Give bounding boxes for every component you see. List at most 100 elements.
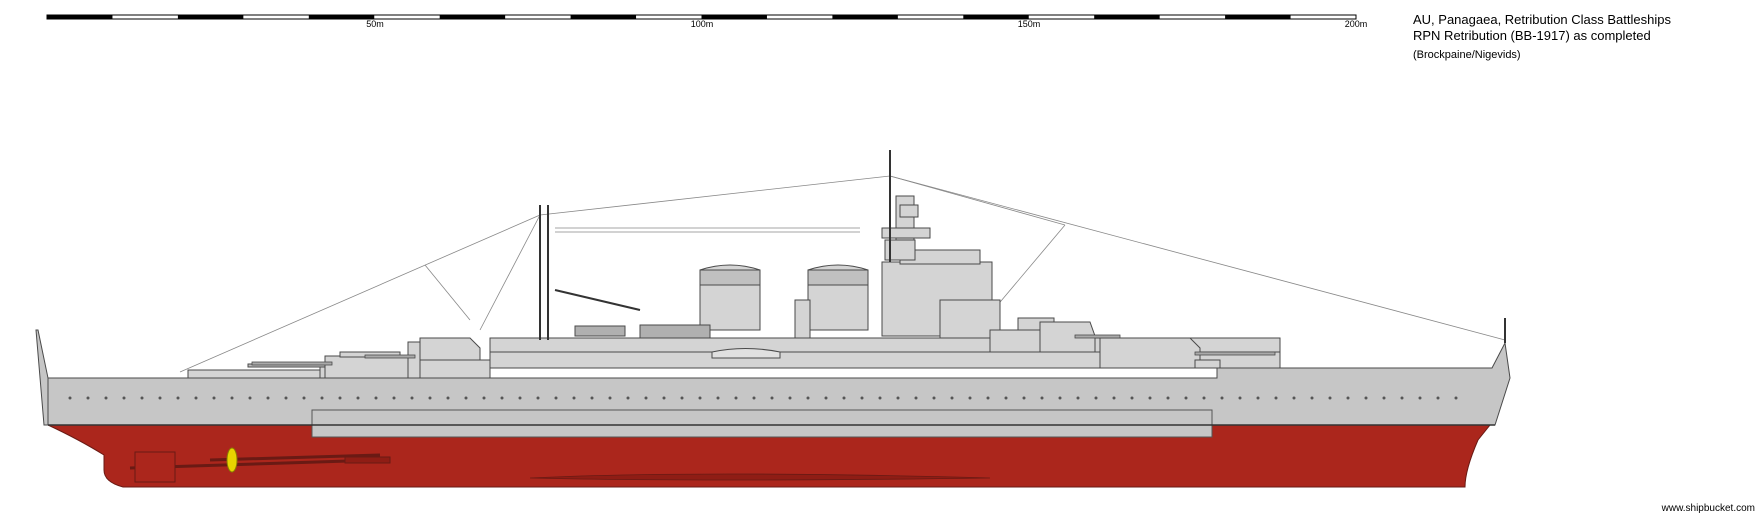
scale-segment <box>47 15 113 19</box>
porthole <box>968 396 972 400</box>
porthole <box>1328 396 1332 400</box>
porthole <box>194 396 198 400</box>
porthole <box>572 396 576 400</box>
armor-belt <box>311 409 1213 438</box>
lower-hull <box>47 424 1492 488</box>
scale-segment <box>701 15 767 19</box>
porthole <box>320 396 324 400</box>
porthole <box>752 396 756 400</box>
porthole <box>1130 396 1134 400</box>
porthole <box>284 396 288 400</box>
scale-segment <box>1225 15 1291 19</box>
porthole <box>86 396 90 400</box>
scale-segment <box>1094 15 1160 19</box>
porthole <box>1292 396 1296 400</box>
porthole <box>1454 396 1458 400</box>
porthole <box>230 396 234 400</box>
scale-segment <box>570 15 637 19</box>
porthole <box>1022 396 1026 400</box>
porthole <box>644 396 648 400</box>
porthole <box>536 396 540 400</box>
porthole <box>554 396 558 400</box>
porthole <box>122 396 126 400</box>
title-line-1: AU, Panagaea, Retribution Class Battlesh… <box>1413 12 1671 27</box>
porthole <box>176 396 180 400</box>
scale-label-100m: 100m <box>690 19 714 29</box>
porthole <box>1058 396 1062 400</box>
scale-label-150m: 150m <box>1017 19 1041 29</box>
porthole <box>1238 396 1242 400</box>
porthole <box>878 396 882 400</box>
porthole <box>662 396 666 400</box>
porthole <box>212 396 216 400</box>
porthole <box>518 396 522 400</box>
title-block: AU, Panagaea, Retribution Class Battlesh… <box>1413 12 1671 62</box>
porthole <box>788 396 792 400</box>
porthole <box>356 396 360 400</box>
porthole <box>1004 396 1008 400</box>
porthole <box>1220 396 1224 400</box>
porthole <box>1148 396 1152 400</box>
porthole <box>1184 396 1188 400</box>
credit-line: (Brockpaine/Nigevids) <box>1413 49 1521 61</box>
porthole <box>824 396 828 400</box>
porthole <box>734 396 738 400</box>
stern-post <box>35 329 49 426</box>
porthole <box>410 396 414 400</box>
porthole <box>860 396 864 400</box>
porthole <box>1076 396 1080 400</box>
porthole <box>1382 396 1386 400</box>
porthole <box>1418 396 1422 400</box>
porthole <box>1040 396 1044 400</box>
scale-segment <box>439 15 506 19</box>
porthole <box>1364 396 1368 400</box>
scale-bar <box>46 14 1357 20</box>
scale-label-200m: 200m <box>1344 19 1368 29</box>
porthole <box>374 396 378 400</box>
porthole <box>68 396 72 400</box>
porthole <box>1310 396 1314 400</box>
porthole <box>1112 396 1116 400</box>
porthole <box>698 396 702 400</box>
rigging <box>179 175 1506 373</box>
scale-segment <box>177 15 244 19</box>
scale-segment <box>963 15 1029 19</box>
porthole <box>248 396 252 400</box>
porthole <box>932 396 936 400</box>
scale-segment <box>832 15 898 19</box>
scale-label-50m: 50m <box>366 19 384 29</box>
porthole <box>680 396 684 400</box>
masts <box>539 150 1506 343</box>
porthole <box>716 396 720 400</box>
porthole <box>770 396 774 400</box>
porthole <box>338 396 342 400</box>
porthole <box>500 396 504 400</box>
porthole <box>1436 396 1440 400</box>
porthole <box>1256 396 1260 400</box>
porthole <box>986 396 990 400</box>
porthole <box>266 396 270 400</box>
porthole <box>1166 396 1170 400</box>
porthole <box>446 396 450 400</box>
porthole <box>428 396 432 400</box>
superstructure <box>187 195 1281 379</box>
porthole <box>158 396 162 400</box>
porthole <box>842 396 846 400</box>
porthole <box>806 396 810 400</box>
gun-barrels <box>251 334 1276 366</box>
porthole <box>482 396 486 400</box>
porthole <box>464 396 468 400</box>
porthole <box>950 396 954 400</box>
porthole <box>1400 396 1404 400</box>
porthole <box>626 396 630 400</box>
porthole <box>1274 396 1278 400</box>
portholes <box>68 396 1458 400</box>
porthole <box>140 396 144 400</box>
porthole <box>608 396 612 400</box>
porthole <box>1202 396 1206 400</box>
bilge-keel <box>529 473 991 481</box>
porthole <box>896 396 900 400</box>
porthole <box>104 396 108 400</box>
porthole <box>590 396 594 400</box>
watermark: www.shipbucket.com <box>1661 503 1755 514</box>
